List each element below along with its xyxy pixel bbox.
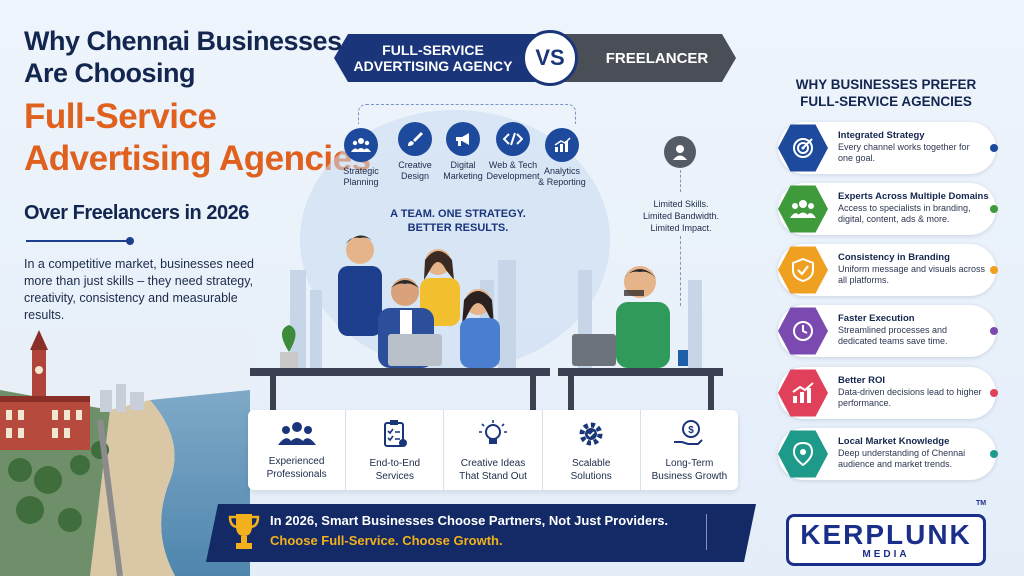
growth-chart-icon xyxy=(778,369,828,417)
reason-desc: Deep understanding of Chennai audience a… xyxy=(838,448,966,469)
person-icon xyxy=(664,136,696,168)
feature-creative-ideas: Creative Ideas That Stand Out xyxy=(444,410,543,490)
headline-subtitle: Over Freelancers in 2026 xyxy=(24,202,249,224)
vs-badge: VS xyxy=(522,30,578,86)
reason-desc: Access to specialists in branding, digit… xyxy=(838,203,971,224)
feature-label: Long-Term Business Growth xyxy=(651,458,728,482)
reason-card-consistency: Consistency in Branding Uniform message … xyxy=(778,244,998,296)
brush-icon xyxy=(398,122,432,156)
agency-header: FULL-SERVICE ADVERTISING AGENCY xyxy=(334,34,552,82)
reason-dot xyxy=(990,266,998,274)
clock-icon xyxy=(778,307,828,355)
reason-title: Faster Execution xyxy=(838,313,915,324)
reason-card-faster-execution: Faster Execution Streamlined processes a… xyxy=(778,305,998,357)
reason-card-better-roi: Better ROI Data-driven decisions lead to… xyxy=(778,367,998,419)
service-creative-design: Creative Design xyxy=(380,122,450,182)
feature-scalable: Scalable Solutions xyxy=(543,410,641,490)
money-hand-icon: $ xyxy=(674,420,704,445)
logo-subtitle: MEDIA xyxy=(862,548,910,560)
intro-paragraph: In a competitive market, businesses need… xyxy=(24,257,254,322)
why-title: WHY BUSINESSES PREFER FULL-SERVICE AGENC… xyxy=(795,77,977,109)
divider-dot xyxy=(126,237,134,245)
reason-dot xyxy=(990,327,998,335)
reason-desc: Every channel works together for one goa… xyxy=(838,142,970,163)
headline-line-1: Why Chennai Businesses xyxy=(24,26,342,56)
headline-line-4: Advertising Agencies xyxy=(24,139,371,178)
divider-line xyxy=(26,240,130,242)
freelancer-connector xyxy=(680,170,681,192)
service-analytics: Analytics & Reporting xyxy=(527,128,597,188)
freelancer-header: FREELANCER xyxy=(560,34,736,82)
service-label: Creative Design xyxy=(398,160,432,181)
service-label: Strategic Planning xyxy=(343,166,379,187)
reason-title: Local Market Knowledge xyxy=(838,436,950,447)
reason-dot xyxy=(990,450,998,458)
checklist-icon xyxy=(383,420,407,447)
feature-label: Creative Ideas That Stand Out xyxy=(459,458,527,482)
freelancer-limitations: Limited Skills. Limited Bandwidth. Limit… xyxy=(642,199,720,233)
reason-dot xyxy=(990,144,998,152)
target-icon xyxy=(778,124,828,172)
svg-text:$: $ xyxy=(689,425,695,436)
headline-line-3: Full-Service xyxy=(24,97,217,136)
megaphone-icon xyxy=(446,122,480,156)
reason-card-experts: Experts Across Multiple Domains Access t… xyxy=(778,183,998,235)
trademark-symbol: TM xyxy=(976,500,987,507)
freelancer-header-label: FREELANCER xyxy=(605,49,709,67)
agency-header-label: FULL-SERVICE ADVERTISING AGENCY xyxy=(353,42,513,74)
reason-title: Consistency in Branding xyxy=(838,252,950,263)
services-connector xyxy=(358,104,576,124)
logo-wordmark: KERPLUNK xyxy=(800,518,972,550)
reason-dot xyxy=(990,205,998,213)
banner-line-1: In 2026, Smart Businesses Choose Partner… xyxy=(270,513,669,528)
feature-end-to-end: End-to-End Services xyxy=(346,410,445,490)
feature-label: End-to-End Services xyxy=(369,458,421,482)
team-caption: A TEAM. ONE STRATEGY. BETTER RESULTS. xyxy=(390,208,526,234)
service-label: Analytics & Reporting xyxy=(538,166,586,187)
reason-card-local-market: Local Market Knowledge Deep understandin… xyxy=(778,428,998,480)
feature-strip: Experienced Professionals End-to-End Ser… xyxy=(248,410,738,490)
reason-title: Experts Across Multiple Domains xyxy=(838,191,989,202)
gear-icon xyxy=(579,422,603,446)
lightbulb-icon xyxy=(479,420,507,444)
shield-check-icon xyxy=(778,246,828,294)
bottom-banner xyxy=(206,504,756,562)
people-icon xyxy=(277,422,316,445)
freelancer-connector-lower xyxy=(680,236,681,306)
trophy-icon xyxy=(228,514,260,549)
reason-title: Integrated Strategy xyxy=(838,130,925,141)
kerplunk-media-logo: KERPLUNK MEDIA xyxy=(786,514,986,566)
headline-line-2: Are Choosing xyxy=(24,58,196,88)
code-icon xyxy=(496,122,530,156)
reason-desc: Uniform message and visuals across all p… xyxy=(838,264,986,285)
group-icon xyxy=(778,185,828,233)
reason-desc: Data-driven decisions lead to higher per… xyxy=(838,387,982,408)
team-icon xyxy=(344,128,378,162)
reason-title: Better ROI xyxy=(838,375,885,386)
feature-experienced-professionals: Experienced Professionals xyxy=(248,410,347,490)
reason-desc: Streamlined processes and dedicated team… xyxy=(838,325,948,346)
service-digital-marketing: Digital Marketing xyxy=(428,122,498,182)
agency-team-illustration xyxy=(250,235,550,410)
feature-label: Scalable Solutions xyxy=(570,458,612,482)
freelancer-illustration xyxy=(558,266,723,410)
service-web-tech: Web & Tech Development xyxy=(478,122,548,182)
service-strategic-planning: Strategic Planning xyxy=(326,128,396,188)
feature-label: Experienced Professionals xyxy=(266,456,327,480)
vs-label: VS xyxy=(535,45,565,70)
reason-card-integrated-strategy: Integrated Strategy Every channel works … xyxy=(778,122,998,174)
chart-icon xyxy=(545,128,579,162)
service-label: Web & Tech Development xyxy=(486,160,540,181)
banner-line-2: Choose Full-Service. Choose Growth. xyxy=(270,533,503,548)
service-label: Digital Marketing xyxy=(443,160,483,181)
reason-dot xyxy=(990,389,998,397)
feature-long-term-growth: $ Long-Term Business Growth xyxy=(641,410,738,490)
location-pin-icon xyxy=(778,430,828,478)
banner-separator xyxy=(706,514,707,550)
